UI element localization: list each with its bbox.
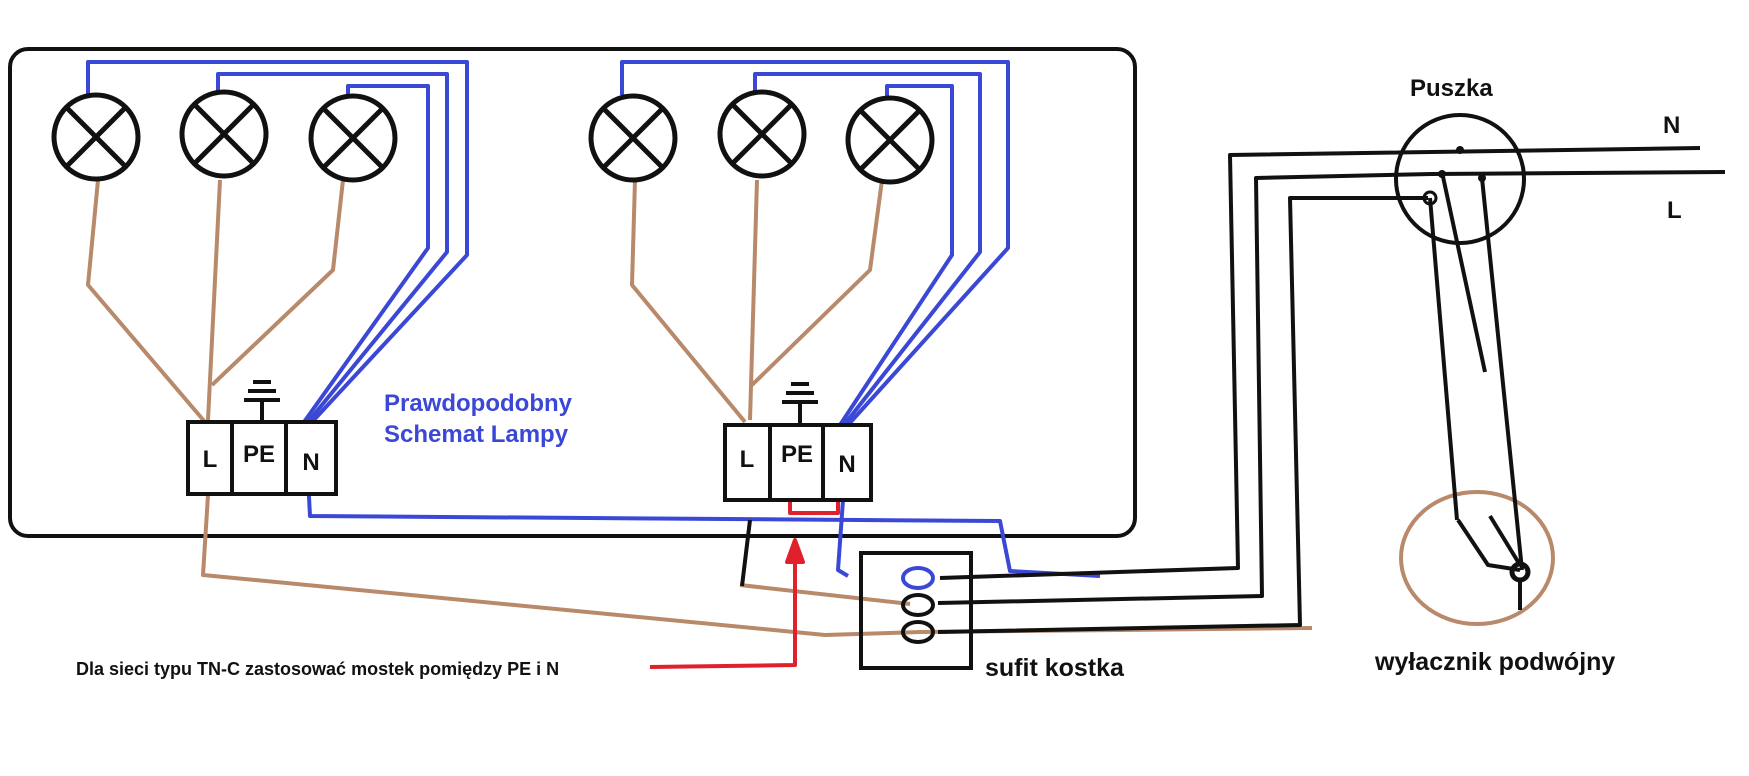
lamp-5 (717, 89, 807, 179)
n-line-label: N (1663, 112, 1680, 139)
lamp-6 (845, 95, 935, 185)
switch-label: wyłacznik podwójny (1374, 648, 1615, 676)
terminal-2-l: L (740, 446, 755, 473)
schematic-title-line-2: Schemat Lampy (384, 421, 569, 448)
puszka-label: Puszka (1410, 75, 1493, 102)
ground-symbol-1 (244, 380, 280, 422)
tn-c-note: Dla sieci typu TN-C zastosować mostek po… (76, 659, 559, 679)
terminal-1-n: N (302, 449, 319, 476)
brown-wires (86, 179, 1313, 637)
lamps (51, 89, 935, 185)
lamp-2 (179, 89, 269, 179)
puszka-circle (1394, 113, 1526, 245)
terminal-1-pe: PE (243, 441, 275, 468)
terminal-2-n: N (838, 451, 855, 478)
schematic-title-line-1: Prawdopodobny (384, 390, 573, 417)
ceiling-connector (859, 551, 973, 670)
l-line-label: L (1667, 197, 1682, 224)
lamp-4 (588, 93, 678, 183)
switch-terminal (1509, 561, 1531, 583)
terminal-1-l: L (203, 446, 218, 473)
connector-terminals (901, 566, 935, 644)
terminal-block-2 (723, 423, 873, 502)
black-wires (740, 146, 1726, 634)
ground-symbol-2 (782, 382, 818, 425)
blue-wires-group-1 (86, 60, 1101, 578)
switch-outline (1399, 490, 1555, 626)
lamp-3 (308, 93, 398, 183)
lamp-1 (51, 92, 141, 182)
ceiling-connector-label: sufit kostka (985, 654, 1125, 682)
puszka-terminals (1422, 146, 1486, 206)
terminal-2-pe: PE (781, 441, 813, 468)
terminal-block-1 (186, 420, 338, 496)
lamp-housing (8, 47, 1137, 538)
